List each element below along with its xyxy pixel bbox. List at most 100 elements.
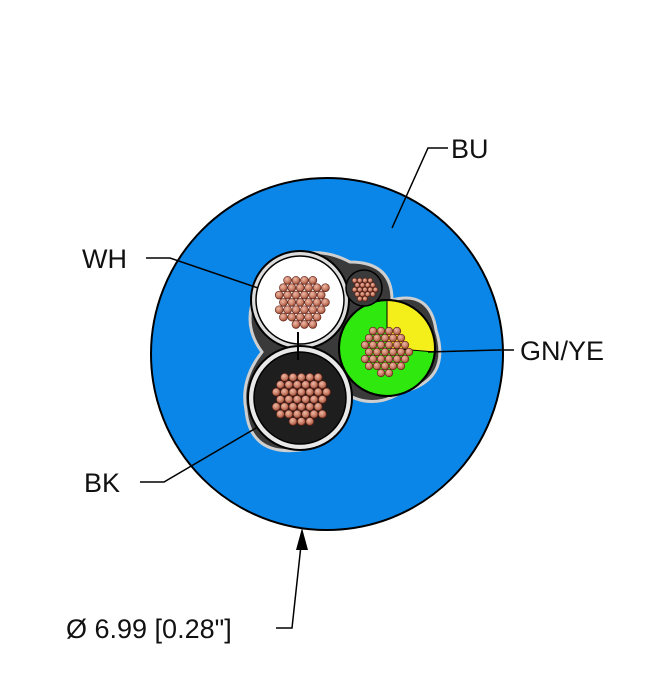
copper-strand bbox=[297, 387, 306, 397]
copper-strand bbox=[279, 298, 288, 307]
copper-strand bbox=[291, 276, 301, 285]
copper-strand bbox=[313, 387, 323, 397]
copper-strand bbox=[321, 283, 330, 292]
copper-strand bbox=[297, 417, 306, 426]
copper-strand bbox=[287, 298, 297, 307]
copper-strand bbox=[300, 276, 309, 285]
copper-strand bbox=[283, 276, 292, 285]
copper-strand bbox=[388, 361, 398, 371]
copper-strand bbox=[384, 354, 394, 364]
copper-strand bbox=[367, 286, 373, 293]
copper-strand bbox=[271, 402, 281, 412]
copper-strand bbox=[351, 277, 358, 284]
copper-strand bbox=[368, 326, 378, 336]
copper-strand bbox=[291, 290, 301, 300]
copper-strand bbox=[292, 409, 302, 419]
copper-strand bbox=[274, 290, 284, 300]
copper-strand bbox=[301, 409, 310, 419]
copper-strand bbox=[367, 277, 373, 284]
copper-strand bbox=[396, 333, 406, 343]
copper-strand bbox=[384, 340, 394, 350]
copper-strand bbox=[308, 305, 318, 315]
copper-strand bbox=[284, 395, 294, 404]
copper-strand bbox=[288, 402, 298, 412]
copper-strand bbox=[362, 295, 368, 302]
conductor-strands-bk bbox=[271, 373, 331, 426]
copper-strand bbox=[274, 305, 284, 315]
copper-strand bbox=[313, 373, 323, 382]
copper-strand bbox=[376, 326, 386, 336]
copper-strand bbox=[364, 333, 374, 343]
copper-strand bbox=[292, 395, 302, 404]
copper-strand bbox=[308, 320, 318, 329]
leader-bu bbox=[391, 147, 448, 229]
copper-strand bbox=[392, 354, 402, 364]
copper-strand bbox=[312, 312, 322, 322]
copper-strand bbox=[287, 312, 297, 322]
copper-strand bbox=[380, 347, 390, 357]
copper-strand bbox=[370, 291, 376, 297]
copper-strand bbox=[359, 291, 366, 297]
copper-strand bbox=[308, 276, 318, 285]
copper-strand bbox=[276, 380, 285, 389]
copper-strand bbox=[362, 277, 368, 284]
copper-strand bbox=[388, 333, 398, 343]
copper-strand bbox=[283, 290, 292, 300]
copper-strand bbox=[404, 347, 414, 357]
copper-strand bbox=[313, 402, 323, 412]
copper-strand bbox=[364, 282, 371, 288]
diameter-arrowhead bbox=[296, 528, 308, 550]
copper-strand bbox=[376, 340, 386, 350]
conductor-strands-gnye bbox=[360, 326, 414, 378]
copper-strand bbox=[318, 395, 327, 404]
core-white bbox=[250, 250, 350, 350]
copper-strand bbox=[384, 326, 394, 336]
label-gn-ye: GN/YE bbox=[520, 336, 604, 366]
copper-strand bbox=[312, 298, 322, 307]
copper-strand bbox=[280, 402, 289, 412]
core-black bbox=[247, 345, 353, 451]
copper-strand bbox=[304, 298, 313, 307]
copper-strand bbox=[372, 333, 382, 343]
copper-strand bbox=[364, 361, 374, 371]
leader-wh bbox=[146, 257, 259, 289]
copper-strand bbox=[284, 409, 294, 419]
copper-strand bbox=[396, 361, 406, 371]
leader-gn-ye bbox=[427, 349, 514, 353]
copper-strand bbox=[305, 402, 315, 412]
copper-strand bbox=[309, 409, 319, 419]
label-diameter: Ø 6.99 [0.28"] bbox=[66, 614, 232, 644]
copper-strand bbox=[364, 291, 371, 297]
copper-strand bbox=[291, 305, 301, 315]
copper-strand bbox=[360, 340, 370, 350]
conductor-strands-wh bbox=[274, 276, 330, 329]
copper-strand bbox=[322, 387, 331, 397]
copper-strand bbox=[400, 354, 410, 364]
copper-strand bbox=[400, 340, 410, 350]
drain-wire bbox=[345, 269, 383, 307]
copper-strand bbox=[280, 373, 289, 382]
copper-strand bbox=[297, 373, 306, 382]
copper-strand bbox=[288, 417, 298, 426]
copper-strand bbox=[354, 291, 360, 297]
copper-strand bbox=[300, 320, 309, 329]
copper-strand bbox=[368, 340, 378, 350]
copper-strand bbox=[392, 326, 402, 336]
copper-strand bbox=[351, 286, 358, 293]
leader-bk bbox=[140, 427, 257, 483]
copper-strand bbox=[359, 282, 366, 288]
copper-strand bbox=[316, 305, 326, 315]
copper-strand bbox=[295, 298, 305, 307]
label-wh: WH bbox=[82, 244, 127, 274]
copper-strand bbox=[305, 417, 315, 426]
copper-strand bbox=[380, 333, 390, 343]
conductor-strands-drain bbox=[351, 277, 379, 302]
copper-strand bbox=[300, 290, 309, 300]
copper-strand bbox=[295, 283, 305, 292]
copper-strand bbox=[280, 387, 289, 397]
copper-strand bbox=[279, 283, 288, 292]
copper-strand bbox=[318, 409, 327, 419]
copper-strand bbox=[300, 305, 309, 315]
copper-strand bbox=[364, 347, 374, 357]
